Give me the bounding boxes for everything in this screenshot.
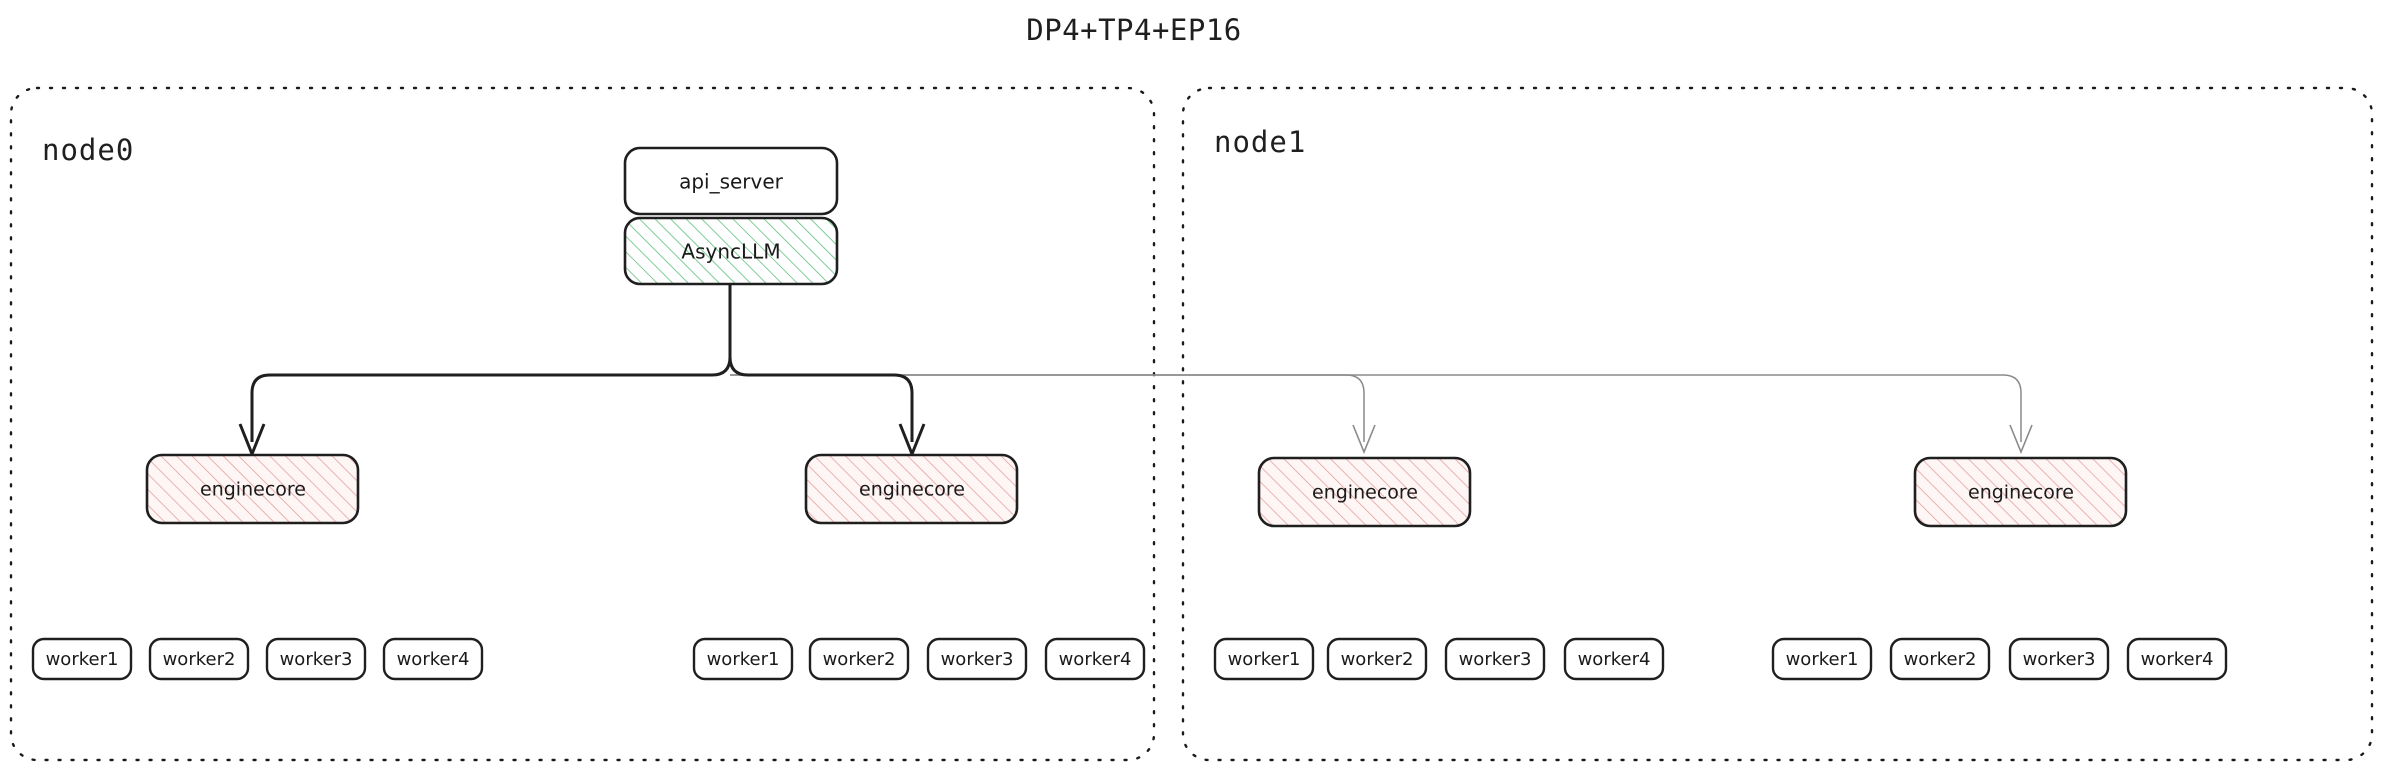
arrowhead-node1-enginecore1 bbox=[1352, 424, 1376, 455]
worker-label: worker1 bbox=[707, 649, 780, 670]
worker-box-shape[interactable] bbox=[1444, 637, 1546, 681]
enginecore-box-shape[interactable] bbox=[145, 453, 360, 525]
enginecore-box-shape[interactable] bbox=[804, 453, 1019, 525]
node0-label: node0 bbox=[42, 133, 134, 167]
async-llm-box-shape[interactable] bbox=[623, 216, 839, 286]
async-llm-label: AsyncLLM bbox=[681, 240, 780, 264]
worker-box[interactable]: worker3 bbox=[1444, 637, 1546, 681]
worker-box-shape[interactable] bbox=[382, 637, 484, 681]
edge-group-node0 bbox=[238, 284, 926, 459]
worker-label: worker3 bbox=[941, 649, 1014, 670]
worker-box[interactable]: worker4 bbox=[2126, 637, 2228, 681]
worker-label: worker4 bbox=[1578, 649, 1651, 670]
worker-box[interactable]: worker2 bbox=[1326, 637, 1428, 681]
worker-box[interactable]: worker2 bbox=[1889, 637, 1991, 681]
worker-box-shape[interactable] bbox=[1889, 637, 1991, 681]
edge-asyncllm-to-node1-enginecore1 bbox=[730, 374, 1365, 442]
worker-box-shape[interactable] bbox=[1326, 637, 1428, 681]
worker-box-shape[interactable] bbox=[692, 637, 794, 681]
worker-group-node0-1: worker1 worker2 worker3 worker4 bbox=[31, 637, 484, 681]
edge-group-node1 bbox=[730, 374, 2033, 455]
worker-box-shape[interactable] bbox=[2126, 637, 2228, 681]
worker-box-shape[interactable] bbox=[1213, 637, 1315, 681]
worker-label: worker1 bbox=[1228, 649, 1301, 670]
worker-box[interactable]: worker1 bbox=[1213, 637, 1315, 681]
enginecore-box-node1-1[interactable]: enginecore bbox=[1257, 456, 1472, 528]
worker-box[interactable]: worker1 bbox=[31, 637, 133, 681]
enginecore-label: enginecore bbox=[859, 479, 965, 501]
worker-label: worker1 bbox=[46, 649, 119, 670]
enginecore-box-node0-2[interactable]: enginecore bbox=[804, 453, 1019, 525]
worker-box-shape[interactable] bbox=[265, 637, 367, 681]
worker-box-shape[interactable] bbox=[1771, 637, 1873, 681]
worker-box[interactable]: worker2 bbox=[808, 637, 910, 681]
worker-label: worker3 bbox=[280, 649, 353, 670]
worker-group-node0-2: worker1 worker2 worker3 worker4 bbox=[692, 637, 1146, 681]
worker-box[interactable]: worker3 bbox=[265, 637, 367, 681]
node1-container bbox=[1181, 86, 2374, 762]
node1-label: node1 bbox=[1214, 125, 1306, 159]
worker-label: worker3 bbox=[1459, 649, 1532, 670]
worker-label: worker2 bbox=[1341, 649, 1414, 670]
arrowhead-node1-enginecore2 bbox=[2009, 424, 2033, 455]
api-server-box[interactable]: api_server bbox=[623, 146, 839, 216]
enginecore-box-shape[interactable] bbox=[1257, 456, 1472, 528]
node0-container bbox=[9, 86, 1156, 762]
worker-box[interactable]: worker4 bbox=[1044, 637, 1146, 681]
worker-box-shape[interactable] bbox=[1044, 637, 1146, 681]
worker-label: worker2 bbox=[823, 649, 896, 670]
worker-box[interactable]: worker1 bbox=[692, 637, 794, 681]
worker-label: worker3 bbox=[2023, 649, 2096, 670]
api-server-box-shape[interactable] bbox=[623, 146, 839, 216]
worker-label: worker2 bbox=[163, 649, 236, 670]
worker-group-node1-2: worker1 worker2 worker3 worker4 bbox=[1771, 637, 2228, 681]
worker-label: worker4 bbox=[397, 649, 470, 670]
worker-label: worker4 bbox=[2141, 649, 2214, 670]
worker-group-node1-1: worker1 worker2 worker3 worker4 bbox=[1213, 637, 1665, 681]
worker-box-shape[interactable] bbox=[1563, 637, 1665, 681]
worker-box-shape[interactable] bbox=[2008, 637, 2110, 681]
worker-label: worker1 bbox=[1786, 649, 1859, 670]
enginecore-label: enginecore bbox=[1968, 482, 2074, 504]
edge-asyncllm-trunk-right bbox=[728, 284, 749, 377]
edge-asyncllm-to-node1-enginecore2 bbox=[730, 374, 2022, 442]
worker-box-shape[interactable] bbox=[148, 637, 250, 681]
enginecore-label: enginecore bbox=[200, 479, 306, 501]
worker-label: worker4 bbox=[1059, 649, 1132, 670]
edge-asyncllm-trunk-left bbox=[711, 284, 732, 377]
enginecore-box-node0-1[interactable]: enginecore bbox=[145, 453, 360, 525]
api-server-label: api_server bbox=[679, 170, 784, 194]
worker-box[interactable]: worker3 bbox=[2008, 637, 2110, 681]
worker-box[interactable]: worker4 bbox=[1563, 637, 1665, 681]
edge-asyncllm-to-node0-enginecore2 bbox=[748, 373, 914, 442]
async-llm-box[interactable]: AsyncLLM bbox=[623, 216, 839, 286]
worker-box[interactable]: worker1 bbox=[1771, 637, 1873, 681]
edge-asyncllm-to-node0-enginecore1 bbox=[250, 373, 712, 442]
worker-box[interactable]: worker4 bbox=[382, 637, 484, 681]
worker-box[interactable]: worker3 bbox=[926, 637, 1028, 681]
worker-box-shape[interactable] bbox=[31, 637, 133, 681]
worker-box-shape[interactable] bbox=[808, 637, 910, 681]
enginecore-label: enginecore bbox=[1312, 482, 1418, 504]
enginecore-box-node1-2[interactable]: enginecore bbox=[1913, 456, 2128, 528]
enginecore-box-shape[interactable] bbox=[1913, 456, 2128, 528]
page-title: DP4+TP4+EP16 bbox=[1026, 13, 1242, 47]
worker-box-shape[interactable] bbox=[926, 637, 1028, 681]
worker-box[interactable]: worker2 bbox=[148, 637, 250, 681]
worker-label: worker2 bbox=[1904, 649, 1977, 670]
